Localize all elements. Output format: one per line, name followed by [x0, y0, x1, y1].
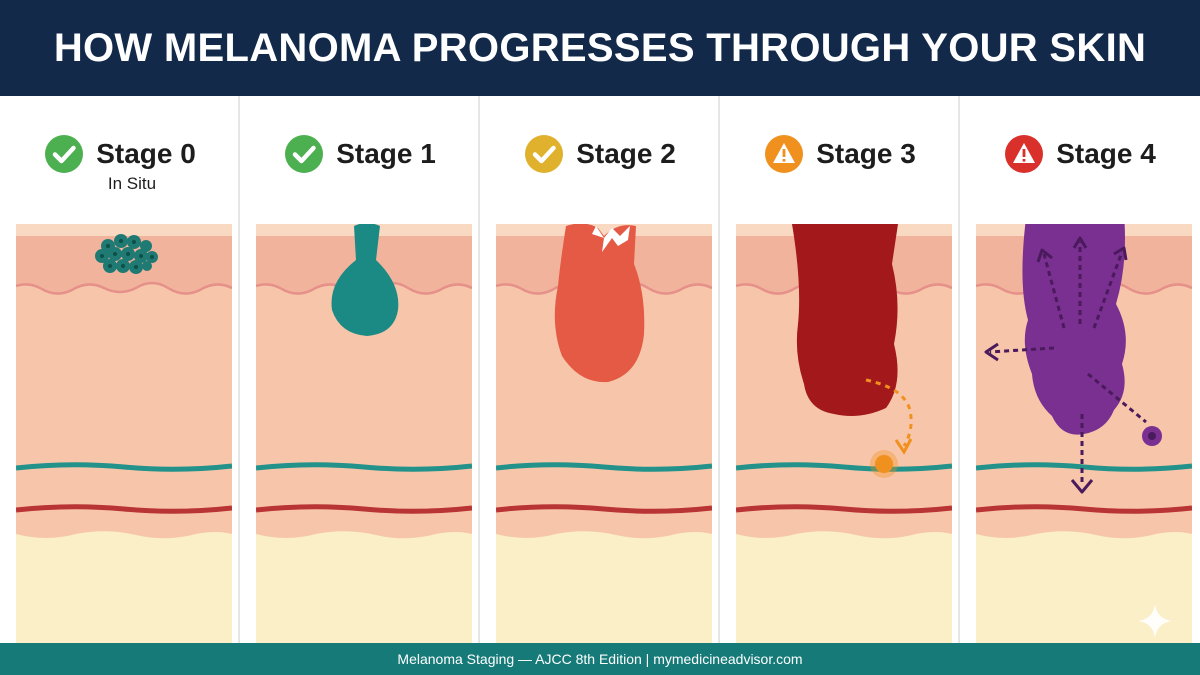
stage-panel-3: Stage 3 [720, 96, 960, 643]
check-icon [285, 135, 324, 173]
stage-header: Stage 2 [480, 132, 720, 176]
skin-cross-section [736, 224, 952, 643]
skin-cross-section [16, 224, 232, 643]
stage-label: Stage 1 [336, 138, 436, 169]
skin-cross-section [496, 224, 712, 643]
stage-label: Stage 3 [816, 138, 916, 169]
stage-panel-0: Stage 0 In Situ [0, 96, 240, 643]
spread-arrow [865, 378, 913, 447]
stage-label: Stage 2 [576, 138, 676, 169]
tumor-shape [331, 224, 399, 336]
footer-bar: Melanoma Staging — AJCC 8th Edition | my… [0, 643, 1200, 675]
warning-icon [1005, 135, 1044, 173]
stage-header: Stage 0 [0, 132, 240, 176]
stage-panel-2: Stage 2 [480, 96, 720, 643]
warning-icon [765, 135, 804, 173]
stage-label: Stage 0 [96, 138, 196, 169]
sparkle-icon [1138, 604, 1172, 638]
stage-header: Stage 3 [720, 132, 960, 176]
stage-header: Stage 1 [240, 132, 480, 176]
stage-panel-4: Stage 4 [960, 96, 1200, 643]
ulceration [592, 226, 630, 252]
stage-header: Stage 4 [960, 132, 1200, 176]
spread-arrows [989, 242, 1147, 486]
stage-subtitle: In Situ [107, 174, 157, 193]
check-icon [45, 135, 84, 173]
stage-label: Stage 4 [1056, 138, 1156, 169]
header-banner: HOW MELANOMA PROGRESSES THROUGH YOUR SKI… [0, 0, 1200, 96]
page-title: HOW MELANOMA PROGRESSES THROUGH YOUR SKI… [53, 25, 1147, 70]
footer-credit: Melanoma Staging — AJCC 8th Edition | my… [397, 651, 803, 667]
tumor-shape [792, 224, 898, 416]
stage-panel-1: Stage 1 [240, 96, 480, 643]
tumor-shape [1022, 224, 1126, 435]
tumor-shape [554, 224, 645, 383]
stage-panels: Stage 0 In Situ [0, 96, 1200, 643]
check-icon [525, 135, 564, 173]
skin-cross-section [976, 224, 1192, 643]
tumor-cluster [95, 234, 158, 274]
skin-cross-section [256, 224, 472, 643]
